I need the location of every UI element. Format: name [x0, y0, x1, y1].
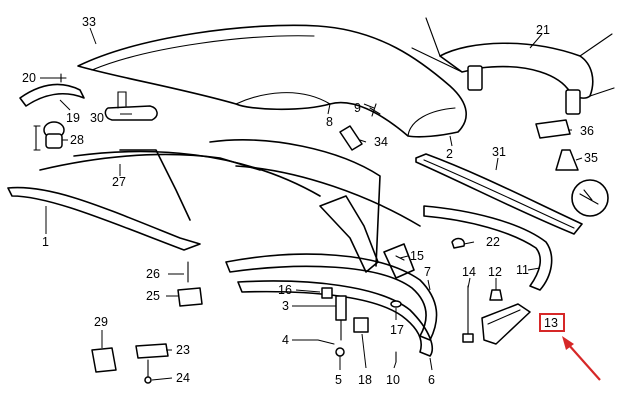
- bracket-23[interactable]: [135, 343, 169, 359]
- callout-15: 15: [410, 249, 424, 263]
- soft-top-cover[interactable]: [77, 24, 467, 138]
- sleeve-34[interactable]: [339, 125, 363, 151]
- callout-28: 28: [70, 133, 84, 147]
- leader-lines: [40, 27, 583, 381]
- nut-5[interactable]: [335, 347, 345, 357]
- callout-5: 5: [335, 373, 342, 387]
- callout-18: 18: [358, 373, 372, 387]
- clip-16[interactable]: [321, 287, 333, 299]
- callout-30: 30: [90, 111, 104, 125]
- bolt-4[interactable]: [317, 339, 335, 345]
- callout-7: 7: [424, 265, 431, 279]
- rear-bow-assembly[interactable]: [411, 17, 615, 115]
- callout-12: 12: [488, 265, 502, 279]
- callout-10: 10: [386, 373, 400, 387]
- fastener-9[interactable]: [369, 103, 381, 117]
- pad-36[interactable]: [535, 119, 571, 139]
- seal-segment-13[interactable]: [481, 303, 531, 345]
- callout-3: 3: [282, 299, 289, 313]
- washer-17[interactable]: [390, 300, 402, 308]
- callout-13: 13: [544, 316, 558, 330]
- bracket-25[interactable]: [177, 287, 203, 307]
- highlight-box: [539, 313, 565, 332]
- callout-24: 24: [176, 371, 190, 385]
- clip-12[interactable]: [489, 289, 503, 301]
- callout-2: 2: [446, 147, 453, 161]
- stud-14[interactable]: [462, 285, 474, 343]
- callout-14: 14: [462, 265, 476, 279]
- callout-25: 25: [146, 289, 160, 303]
- callout-4: 4: [282, 333, 289, 347]
- callout-labels: 33 21 20 19 30 9 8 36 28 34 2 31 35 27 1…: [22, 15, 598, 387]
- callout-11: 11: [516, 263, 529, 277]
- callout-21: 21: [536, 23, 550, 37]
- callout-27: 27: [112, 175, 126, 189]
- callout-16: 16: [278, 283, 292, 297]
- hinge-29[interactable]: [91, 347, 117, 373]
- highlight-arrow: [562, 336, 601, 381]
- callout-9: 9: [354, 101, 361, 115]
- callout-17: 17: [390, 323, 404, 337]
- callout-1: 1: [42, 235, 49, 249]
- callout-34: 34: [374, 135, 388, 149]
- callout-22: 22: [486, 235, 500, 249]
- side-seal-6[interactable]: [237, 280, 434, 357]
- detail-inset: [571, 179, 609, 217]
- clip-22[interactable]: [451, 237, 465, 249]
- callout-36: 36: [580, 124, 594, 138]
- callout-6: 6: [428, 373, 435, 387]
- callout-8: 8: [326, 115, 333, 129]
- callout-35: 35: [584, 151, 598, 165]
- knob-28[interactable]: [33, 121, 65, 151]
- callout-31: 31: [492, 145, 506, 159]
- callout-33: 33: [82, 15, 96, 29]
- rear-window-31[interactable]: [415, 153, 583, 235]
- strut-3[interactable]: [335, 295, 347, 341]
- front-rail-left[interactable]: [19, 83, 85, 107]
- bracket-35[interactable]: [555, 149, 579, 171]
- latch-30[interactable]: [104, 91, 158, 121]
- block-18[interactable]: [353, 317, 369, 333]
- screw-24[interactable]: [144, 359, 152, 384]
- top-frame-mechanism[interactable]: [7, 139, 421, 279]
- callout-20: 20: [22, 71, 36, 85]
- rear-seal-11[interactable]: [423, 205, 553, 291]
- callout-19: 19: [66, 111, 80, 125]
- callout-23: 23: [176, 343, 190, 357]
- callout-26: 26: [146, 267, 160, 281]
- callout-29: 29: [94, 315, 108, 329]
